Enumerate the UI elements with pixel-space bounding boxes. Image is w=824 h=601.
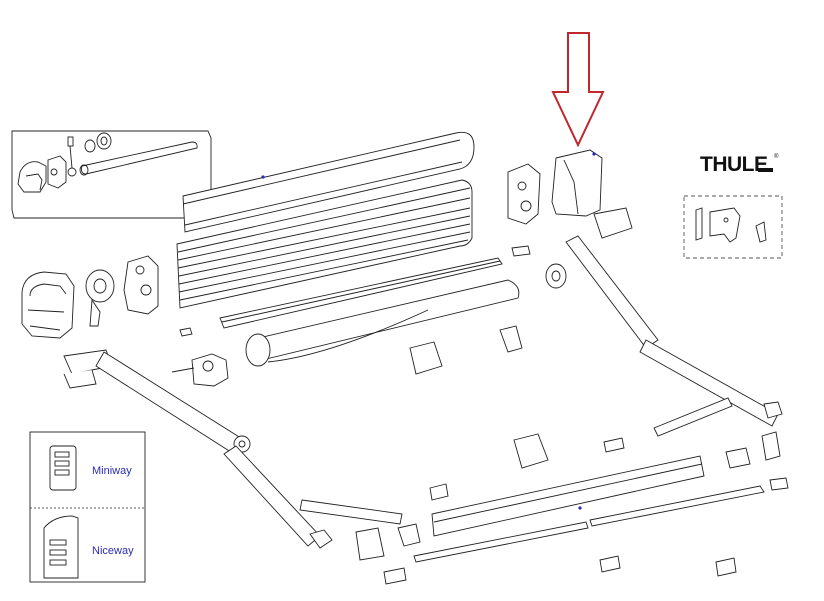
remote-legend: Miniway Niceway [29,431,146,583]
front-lead-bar[interactable] [431,455,705,537]
legend-label-niceway: Niceway [92,545,134,557]
miniway-remote-icon [49,445,77,491]
connector-strip[interactable] [219,257,503,329]
right-arm[interactable] [565,207,783,437]
thule-logo: THULE ® [700,153,779,176]
cassette-profile[interactable] [176,179,473,309]
right-drive-unit[interactable] [507,163,567,289]
motor-unit[interactable] [171,353,229,387]
lower-rails[interactable] [355,477,789,585]
left-arm[interactable] [63,349,403,549]
brand-mark: ® [774,153,779,160]
left-end-cap[interactable] [21,271,75,339]
right-end-cap-highlighted[interactable] [551,149,603,217]
bracket-inset[interactable] [683,195,783,259]
niceway-remote-icon [43,515,79,579]
cassette-front-cover[interactable] [182,131,475,233]
center-brackets[interactable] [409,325,781,501]
legend-item-miniway[interactable]: Miniway [49,445,132,491]
down-arrow-icon [551,32,605,148]
legend-item-niceway[interactable]: Niceway [43,515,134,579]
left-drive-parts[interactable] [85,255,193,337]
fabric-roller[interactable] [245,279,520,367]
roller-tube-inset[interactable] [11,130,212,219]
legend-label-miniway: Miniway [92,465,132,477]
brand-name: THULE [700,153,768,176]
